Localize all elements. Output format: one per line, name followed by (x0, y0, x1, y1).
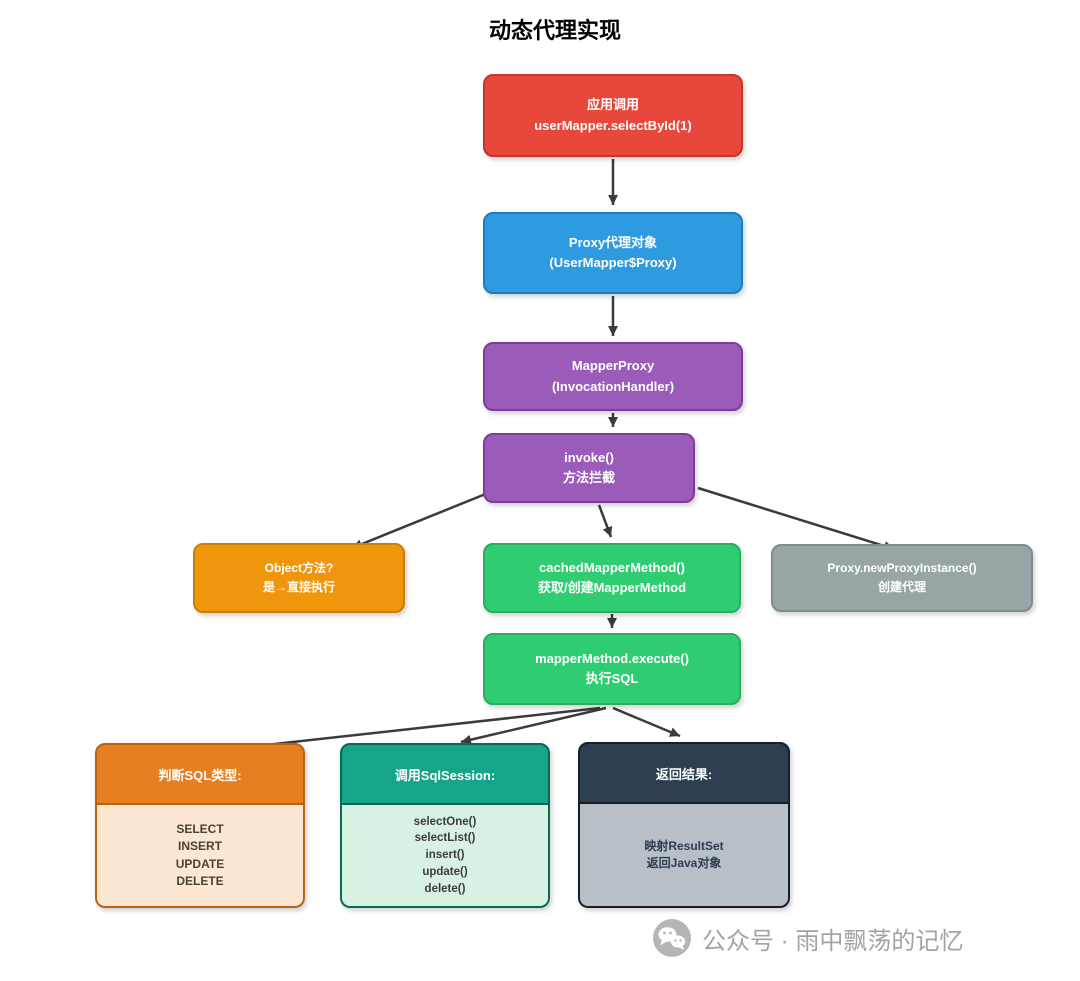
node-object-method-line2: 是→直接执行 (262, 580, 335, 594)
node-proxy-object-line2: (UserMapper$Proxy) (549, 255, 677, 270)
sql-session-item: insert() (425, 849, 465, 862)
node-invoke-line1: invoke() (564, 449, 614, 465)
arrow-invoke-to-objectmethod (351, 491, 489, 550)
node-app-call: 应用调用 userMapper.selectById(1) (483, 74, 743, 157)
node-result: 返回结果: 映射ResultSet 返回Java对象 (578, 742, 790, 908)
wechat-icon (652, 918, 692, 958)
arrow-invoke-to-newproxyinstance (697, 486, 895, 551)
node-new-proxy-instance-line2: 创建代理 (877, 580, 926, 594)
node-sql-session: 调用SqlSession: selectOne() selectList() i… (340, 743, 550, 908)
node-mapper-proxy: MapperProxy (InvocationHandler) (483, 342, 743, 411)
sql-session-item: selectOne() (413, 815, 477, 828)
node-mapper-method-execute-line1: mapperMethod.execute() (535, 650, 689, 666)
watermark: 公众号 · 雨中飘荡的记忆 (652, 918, 963, 958)
page-title: 动态代理实现 (488, 18, 621, 43)
node-app-call-line1: 应用调用 (586, 97, 639, 113)
sql-type-item: INSERT (177, 839, 222, 854)
node-mapper-proxy-line1: MapperProxy (571, 358, 655, 374)
node-cached-mapper-method: cachedMapperMethod() 获取/创建MapperMethod (483, 543, 741, 613)
sql-session-item: delete() (424, 882, 466, 895)
node-result-body: 映射ResultSet 返回Java对象 (578, 804, 790, 908)
node-sql-session-body: selectOne() selectList() insert() update… (340, 805, 550, 908)
watermark-text: 公众号 · 雨中飘荡的记忆 (702, 927, 964, 955)
node-cached-mapper-method-line2: 获取/创建MapperMethod (537, 580, 687, 595)
node-cached-mapper-method-line1: cachedMapperMethod() (539, 559, 685, 575)
sql-type-item: DELETE (176, 873, 224, 888)
node-proxy-object: Proxy代理对象 (UserMapper$Proxy) (483, 212, 743, 294)
node-mapper-proxy-line2: (InvocationHandler) (551, 378, 675, 394)
result-item: 映射ResultSet (644, 838, 724, 853)
node-mapper-method-execute: mapperMethod.execute() 执行SQL (483, 633, 741, 705)
node-sql-type: 判断SQL类型: SELECT INSERT UPDATE DELETE (95, 743, 305, 908)
node-new-proxy-instance: Proxy.newProxyInstance() 创建代理 (771, 544, 1033, 612)
node-object-method-line1: Object方法? (264, 561, 334, 575)
arrow-execute-to-sqlsession (460, 706, 607, 745)
arrow-execute-to-result (612, 706, 681, 738)
node-sql-type-header: 判断SQL类型: (95, 743, 305, 805)
node-sql-session-header: 调用SqlSession: (340, 743, 550, 805)
node-new-proxy-instance-line1: Proxy.newProxyInstance() (827, 561, 977, 575)
node-invoke: invoke() 方法拦截 (483, 433, 695, 503)
node-mapper-method-execute-line2: 执行SQL (585, 671, 639, 686)
arrow-invoke-to-cachedmappermethod (597, 504, 613, 538)
sql-type-item: SELECT (176, 821, 224, 836)
sql-type-item: UPDATE (175, 856, 225, 871)
sql-session-item: selectList() (414, 832, 476, 845)
result-item: 返回Java对象 (646, 856, 722, 870)
node-sql-type-body: SELECT INSERT UPDATE DELETE (95, 805, 305, 908)
node-app-call-line2: userMapper.selectById(1) (534, 117, 692, 133)
node-proxy-object-line1: Proxy代理对象 (568, 234, 658, 250)
node-invoke-line2: 方法拦截 (562, 470, 615, 485)
node-result-header: 返回结果: (578, 742, 790, 804)
sql-session-item: update() (422, 865, 468, 878)
node-object-method: Object方法? 是→直接执行 (193, 543, 405, 613)
